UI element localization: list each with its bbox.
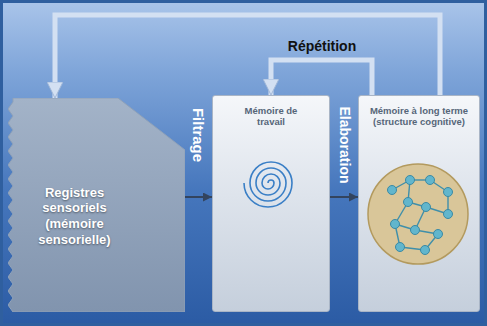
- network-links: [392, 180, 448, 250]
- sensory-register-funnel: Registres sensoriels (mémoire sensoriell…: [8, 98, 185, 312]
- funnel-shape: [8, 98, 185, 312]
- loop-label: Répétition: [288, 39, 356, 54]
- flow-arrow: [185, 196, 212, 198]
- feedback-arrow: [55, 15, 440, 98]
- long-term-memory-box: Mémoire à long terme (structure cognitiv…: [358, 95, 480, 312]
- box-heading: Mémoire à long terme (structure cognitiv…: [369, 105, 469, 128]
- process-label: Filtrage: [190, 108, 207, 162]
- working-memory-box: Mémoire de travail: [212, 95, 330, 312]
- flow-arrow: [330, 196, 358, 198]
- knowledge-circle: [368, 164, 468, 264]
- process-label: Elaboration: [336, 106, 351, 183]
- spiral-symbol: [244, 162, 292, 207]
- node-label: Registres sensoriels (mémoire sensoriell…: [20, 185, 129, 247]
- feedback-arrow: [271, 60, 372, 95]
- box-heading: Mémoire de travail: [240, 105, 302, 128]
- network-dots: [388, 176, 453, 255]
